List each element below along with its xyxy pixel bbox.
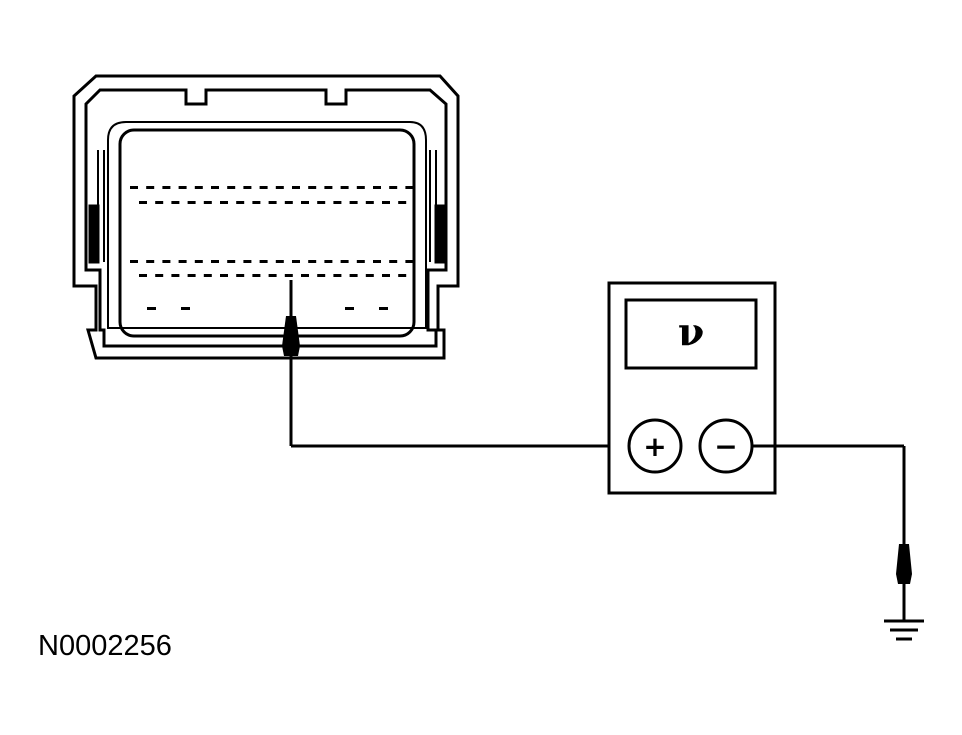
pin-cavity [333,274,342,277]
pin-cavity [349,274,358,277]
pin-cavity [147,307,156,310]
pin-cavity [227,260,236,263]
pin-cavity [243,260,252,263]
figure-id: N0002256 [38,630,172,662]
pin-cavity [398,274,407,277]
connector-pin-face [118,128,416,338]
voltmeter-display-symbol: ν [678,309,704,354]
pin-cavity [389,260,398,263]
connector-inner-housing [84,88,448,348]
positive-terminal [627,418,683,474]
pin-cavity [178,260,187,263]
pin-cavity [243,186,252,189]
pin-cavity [373,186,381,189]
pin-cavity [194,186,203,189]
pin-cavity [139,274,147,277]
positive-terminal-symbol: + [643,430,666,463]
pin-cavity [187,201,196,204]
pin-cavity [130,186,138,189]
pin-cavity [292,260,300,263]
pin-cavity [178,186,187,189]
pin-cavity [162,260,171,263]
pin-cavity [203,274,212,277]
pin-cavity [389,186,398,189]
pin-cavity [349,201,358,204]
pin-cavity [382,274,390,277]
pin-cavity [340,186,349,189]
pin-cavity [405,186,414,189]
pin-cavity [382,201,390,204]
pin-cavity [194,260,203,263]
connector-face-rim [107,121,427,329]
pin-cavity [340,260,349,263]
probe-lead-negative [752,444,912,620]
pin-cavity [211,260,219,263]
pin-cavity [162,186,171,189]
pin-cavity [130,260,138,263]
pin-cavity [284,274,293,277]
pin-cavity [317,274,326,277]
pin-cavity [227,186,236,189]
pin-cavity [220,274,228,277]
pin-cavity [398,201,407,204]
pin-cavity [324,260,333,263]
pin-cavity [236,274,245,277]
pin-cavity [356,186,365,189]
pin-cavity [146,260,155,263]
pin-cavity [155,274,164,277]
left-rail [97,150,105,262]
probe-lead-positive [282,280,630,448]
pin-cavity [259,260,268,263]
pin-cavity [236,201,245,204]
pin-cavity [275,186,284,189]
back-probe-tip [282,316,300,356]
pin-cavity [146,186,155,189]
pin-cavity [268,274,277,277]
ground-icon [884,619,924,641]
pin-cavity [365,201,374,204]
connector-pins [130,186,414,310]
pin-cavity [301,274,309,277]
pin-cavity [405,260,414,263]
pin-cavity [252,201,261,204]
right-latch [434,204,446,264]
pin-cavity [308,260,317,263]
pin-cavity [317,201,326,204]
pin-cavity [301,201,309,204]
pin-cavity [139,201,147,204]
connector [72,74,460,360]
right-rail [429,150,437,262]
pin-cavity [356,260,365,263]
pin-cavity [292,186,300,189]
pin-cavity [252,274,261,277]
pin-cavity [259,186,268,189]
voltmeter: ν + − [607,281,777,495]
ground-probe-tip [896,544,912,584]
pin-cavity [203,201,212,204]
pin-cavity [324,186,333,189]
pin-cavity [171,274,180,277]
pin-cavity [268,201,277,204]
connector-outer-housing [72,74,460,360]
pin-cavity [155,201,164,204]
pin-cavity [211,186,219,189]
pin-cavity [284,201,293,204]
voltmeter-display [624,298,758,370]
pin-cavity [365,274,374,277]
pin-cavity [308,186,317,189]
pin-cavity [275,260,284,263]
left-latch [88,204,100,264]
pin-cavity [171,201,180,204]
pin-cavity [345,307,354,310]
pin-cavity [187,274,196,277]
pin-cavity [333,201,342,204]
pin-cavity [220,201,228,204]
pin-cavity [379,307,388,310]
pin-cavity [373,260,381,263]
pin-cavity [181,307,190,310]
negative-terminal-symbol: − [714,430,737,463]
